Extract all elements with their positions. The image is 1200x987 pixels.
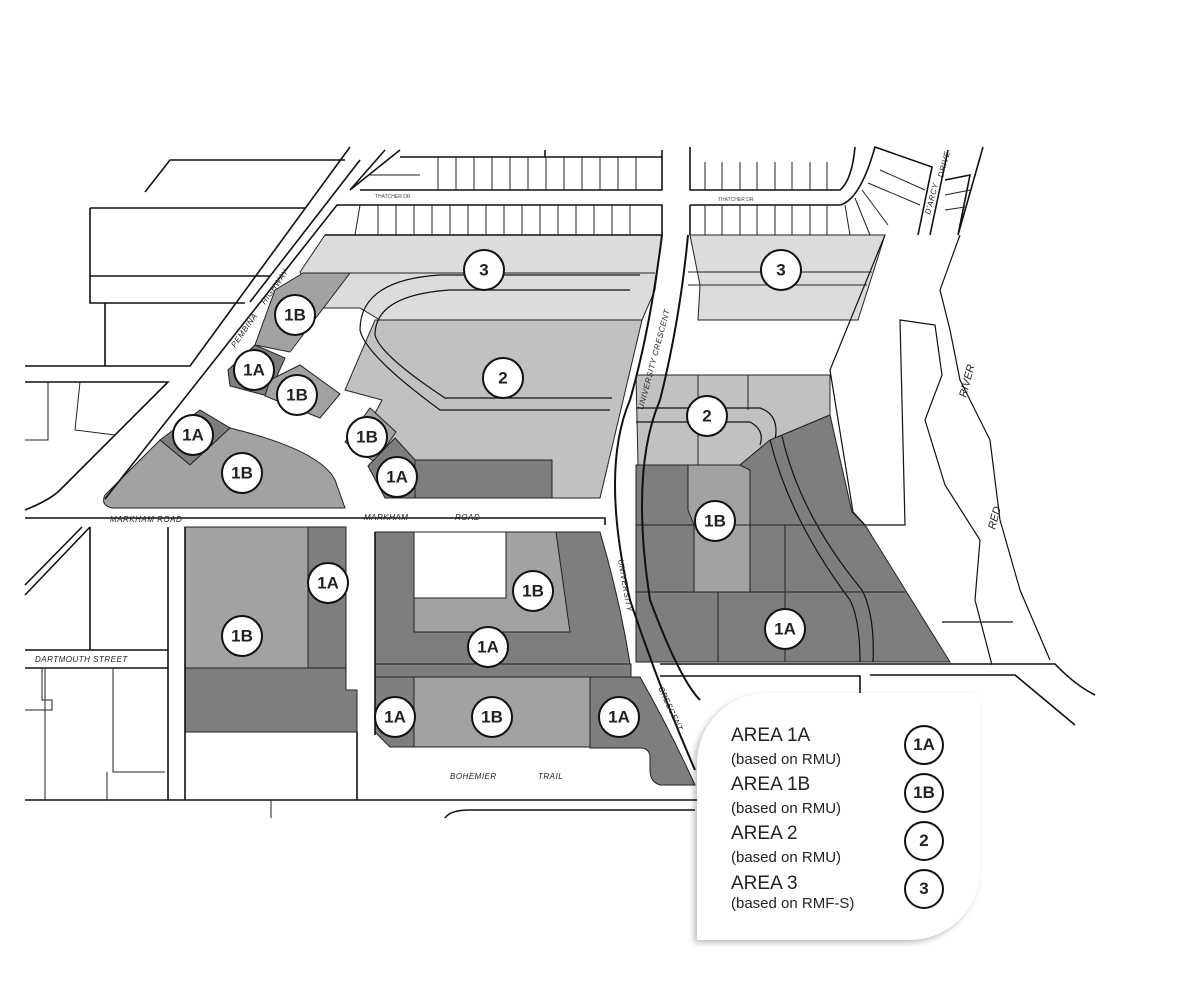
area-marker-1b: 1B [274, 294, 316, 336]
svg-text:1B: 1B [704, 512, 726, 531]
legend-item-3: AREA 3 (based on RMF-S) [731, 873, 855, 912]
svg-text:2: 2 [702, 407, 711, 426]
svg-text:1A: 1A [317, 574, 339, 593]
area-marker-1b: 1B [276, 374, 318, 416]
area-marker-2: 2 [482, 357, 524, 399]
legend-marker-3: 3 [904, 869, 944, 909]
area-marker-3: 3 [760, 249, 802, 291]
svg-text:1A: 1A [243, 361, 265, 380]
legend-marker-1b: 1B [904, 773, 944, 813]
area-marker-1b: 1B [471, 696, 513, 738]
street-label: MARKHAM [364, 513, 408, 522]
area-marker-2: 2 [686, 395, 728, 437]
university-crescent [614, 234, 701, 771]
street-label: PEMBINA [229, 312, 259, 350]
svg-text:1A: 1A [477, 638, 499, 657]
svg-text:1B: 1B [522, 582, 544, 601]
pembina-highway [24, 146, 663, 511]
svg-text:1B: 1B [481, 708, 503, 727]
svg-text:1A: 1A [182, 426, 204, 445]
street-label: RIVER [957, 363, 977, 399]
area-marker-1a: 1A [307, 562, 349, 604]
street-label: DARTMOUTH STREET [35, 655, 128, 664]
area-1a-sw-lower [184, 667, 358, 733]
map-legend: AREA 1A (based on RMU) 1A AREA 1B (based… [697, 693, 980, 940]
svg-text:1B: 1B [284, 306, 306, 325]
area-marker-1b: 1B [221, 615, 263, 657]
svg-text:3: 3 [776, 261, 785, 280]
svg-text:1A: 1A [386, 468, 408, 487]
area-marker-3: 3 [463, 249, 505, 291]
street-label: RED [986, 505, 1004, 531]
area-marker-1b: 1B [694, 500, 736, 542]
svg-text:1B: 1B [286, 386, 308, 405]
area-marker-1a: 1A [233, 349, 275, 391]
svg-text:3: 3 [479, 261, 488, 280]
area-marker-1a: 1A [467, 626, 509, 668]
svg-text:1A: 1A [774, 620, 796, 639]
legend-marker-2: 2 [904, 821, 944, 861]
legend-item-2: AREA 2 (based on RMU) [731, 823, 842, 866]
street-label: BOHEMIER [450, 772, 497, 781]
area-1a-central [414, 459, 553, 499]
area-marker-1b: 1B [221, 452, 263, 494]
svg-text:1B: 1B [356, 428, 378, 447]
river-bank [829, 234, 1051, 666]
street-label: ROAD [455, 513, 480, 522]
area-marker-1a: 1A [764, 608, 806, 650]
area-marker-1b: 1B [346, 416, 388, 458]
svg-text:1B: 1B [231, 627, 253, 646]
area-marker-1a: 1A [598, 696, 640, 738]
street-label: MARKHAM ROAD [110, 515, 182, 524]
svg-text:1B: 1B [231, 464, 253, 483]
legend-marker-1a: 1A [904, 725, 944, 765]
street-label: DRIVE [936, 150, 952, 179]
svg-text:1A: 1A [384, 708, 406, 727]
area-marker-1a: 1A [376, 456, 418, 498]
area-marker-1a: 1A [374, 696, 416, 738]
street-label: TRAIL [538, 772, 563, 781]
street-label: THATCHER DR [375, 194, 411, 200]
legend-item-1b: AREA 1B (based on RMU) [731, 774, 842, 817]
area-marker-1a: 1A [172, 414, 214, 456]
svg-text:1A: 1A [608, 708, 630, 727]
loop-road [359, 274, 640, 411]
street-label: THATCHER DR [718, 197, 754, 203]
area-marker-1b: 1B [512, 570, 554, 612]
legend-item-1a: AREA 1A (based on RMU) [731, 725, 842, 768]
svg-text:2: 2 [498, 369, 507, 388]
